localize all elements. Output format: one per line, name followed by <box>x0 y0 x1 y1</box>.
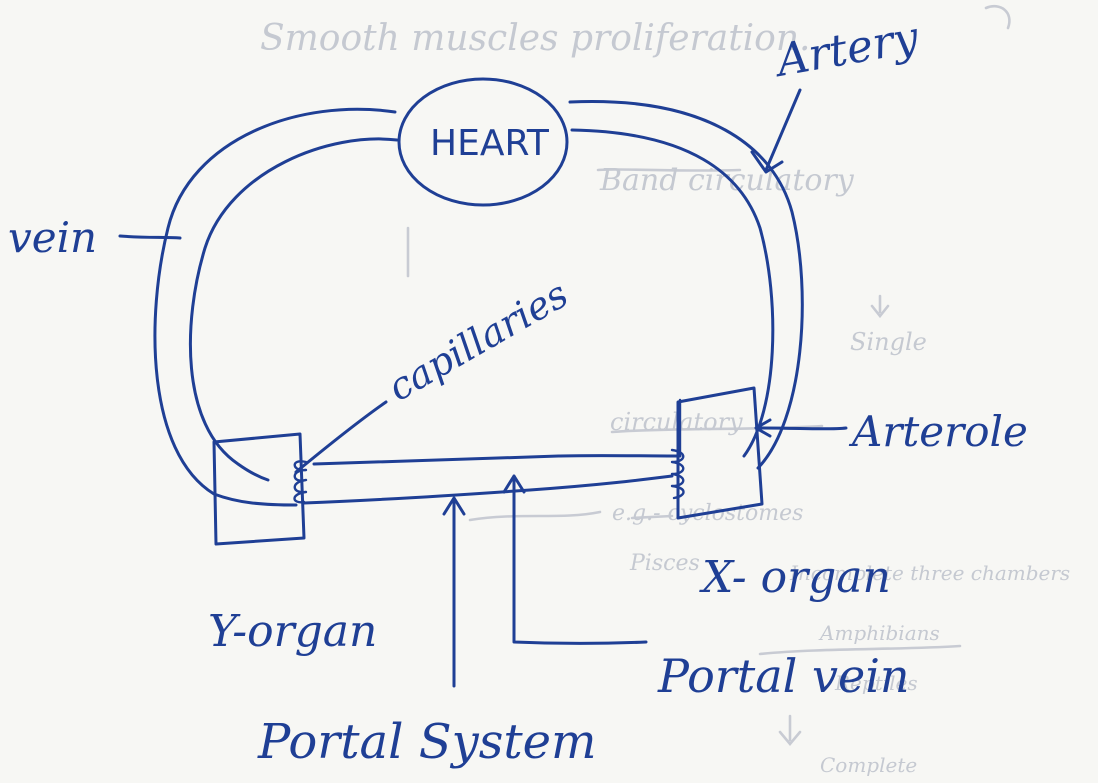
x-organ-box <box>676 386 764 520</box>
svg-text:Complete: Complete <box>820 753 917 777</box>
y-organ <box>212 432 308 546</box>
inner-vessel-wall <box>188 128 775 482</box>
svg-text:Band circulatory: Band circulatory <box>599 163 855 198</box>
svg-text:Reptiles: Reptiles <box>834 671 918 695</box>
portal-vein-arrow <box>502 474 648 645</box>
arteriole-leader <box>754 418 848 438</box>
portal-vein-label: Portal vein <box>657 649 910 703</box>
outer-vessel-wall <box>153 100 804 507</box>
svg-text:Amphibians: Amphibians <box>818 621 940 645</box>
arteriole-label: Arterole <box>848 407 1028 456</box>
y-organ-arrow <box>442 496 466 688</box>
circulatory-loop <box>153 100 804 507</box>
leader-lines <box>118 88 848 688</box>
capillaries-label: capillaries <box>381 272 576 410</box>
svg-text:Single: Single <box>850 328 927 356</box>
vein-leader <box>118 234 182 240</box>
heart-label: HEART <box>430 123 550 164</box>
capillaries-leader <box>294 400 388 474</box>
x-organ <box>670 386 764 520</box>
svg-text:Smooth muscles proliferation.: Smooth muscles proliferation. <box>260 18 810 59</box>
y-organ-label: Y-organ <box>208 606 377 657</box>
svg-text:Pisces: Pisces <box>629 551 700 576</box>
heart: HEART <box>397 77 569 207</box>
vein-label: vein <box>8 213 97 262</box>
y-organ-box <box>212 432 306 546</box>
portal-system-label: Portal System <box>257 714 597 770</box>
svg-text:Incomplete three chambers: Incomplete three chambers <box>789 561 1070 585</box>
heart-outline <box>397 77 569 207</box>
x-organ-capillary-coil <box>670 448 685 500</box>
y-organ-capillary-coil <box>293 460 308 504</box>
artery-leader <box>750 88 802 174</box>
x-organ-label: X- organ <box>699 552 891 603</box>
